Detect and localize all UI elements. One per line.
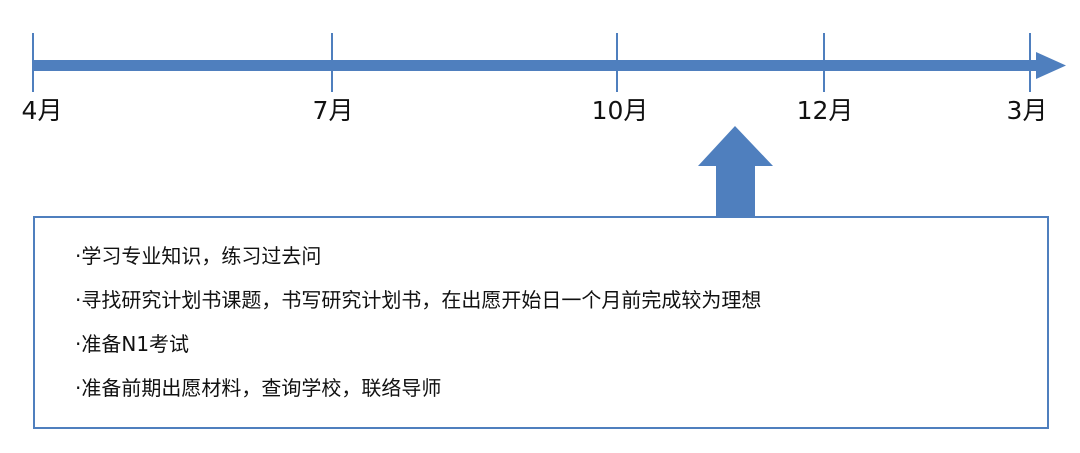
task-item: ·准备N1考试 xyxy=(75,332,190,356)
tick-label-dec: 12月 xyxy=(796,96,854,125)
tick-label-apr: 4月 xyxy=(21,96,63,125)
timeline-axis xyxy=(33,60,1038,71)
task-item: ·寻找研究计划书课题，书写研究计划书，在出愿开始日一个月前完成较为理想 xyxy=(75,288,762,312)
task-list: ·学习专业知识，练习过去问 ·寻找研究计划书课题，书写研究计划书，在出愿开始日一… xyxy=(75,234,761,410)
pointer-up-arrow xyxy=(698,126,773,216)
tick-label-jul: 7月 xyxy=(312,96,354,125)
tick-label-oct: 10月 xyxy=(591,96,649,125)
task-box: ·学习专业知识，练习过去问 ·寻找研究计划书课题，书写研究计划书，在出愿开始日一… xyxy=(33,216,1049,429)
timeline-arrowhead xyxy=(1036,52,1066,79)
task-item: ·学习专业知识，练习过去问 xyxy=(75,244,322,268)
tick-label-mar: 3月 xyxy=(1006,96,1048,125)
task-item: ·准备前期出愿材料，查询学校，联络导师 xyxy=(75,376,442,400)
